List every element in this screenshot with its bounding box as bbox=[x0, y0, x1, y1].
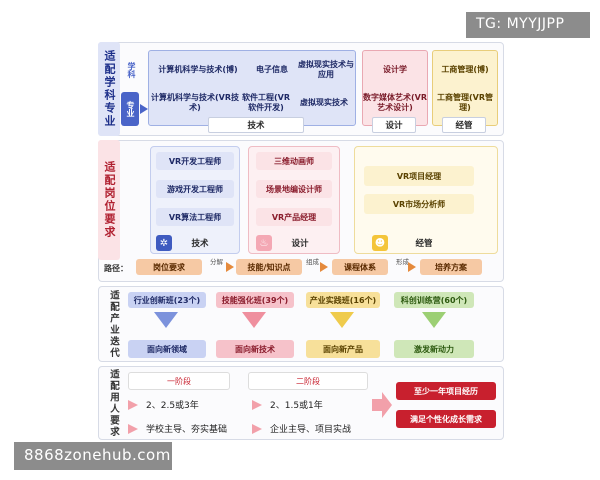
job-vr-market-analyst: VR市场分析师 bbox=[364, 194, 474, 214]
job-3d-animator: 三维动画师 bbox=[256, 152, 332, 170]
group-design-tag: 设计 bbox=[372, 117, 416, 133]
arrow-right-icon bbox=[140, 104, 148, 114]
job-scene-designer: 场景地编设计师 bbox=[256, 180, 332, 198]
tech-group-icon: ✲ bbox=[156, 235, 172, 251]
outcome-new-field: 面向新领域 bbox=[128, 340, 206, 358]
class-sci-camp: 科创训练营(60个) bbox=[394, 292, 474, 308]
stage-two-header: 二阶段 bbox=[248, 372, 368, 390]
job-vr-algo: VR算法工程师 bbox=[156, 208, 234, 226]
job-vr-pm: VR产品经理 bbox=[256, 208, 332, 226]
path-step-skills: 技能/知识点 bbox=[236, 259, 302, 275]
path-step-curriculum: 课程体系 bbox=[332, 259, 388, 275]
outcome-new-tech: 面向新技术 bbox=[216, 340, 294, 358]
big-arrow-icon bbox=[372, 392, 392, 418]
jobs-side-title: 适配岗位要求 bbox=[98, 140, 120, 260]
watermark-bottom: 8868zonehub.com bbox=[14, 442, 172, 470]
path-step-plan: 培养方案 bbox=[420, 259, 482, 275]
major-vr-tech: 虚拟现实技术 bbox=[300, 98, 348, 107]
subject-mgmt: 工商管理(博) bbox=[441, 65, 489, 74]
subject-design: 设计学 bbox=[383, 65, 407, 74]
stage1-item-duration: 2、2.5或3年 bbox=[146, 401, 199, 411]
down-arrow-blue-icon bbox=[154, 312, 178, 328]
outcome-new-product: 面向新产品 bbox=[306, 340, 380, 358]
stage-one-header: 一阶段 bbox=[128, 372, 230, 390]
group-tech-tag: 技术 bbox=[208, 117, 304, 133]
industry-side-title: 适配产业迭代 bbox=[108, 289, 119, 359]
path-link-compose: 组成 bbox=[306, 258, 319, 266]
class-industry-practice: 产业实践班(16个) bbox=[306, 292, 380, 308]
job-vr-dev: VR开发工程师 bbox=[156, 152, 234, 170]
major-se-vr: 软件工程(VR软件开发) bbox=[241, 93, 290, 112]
jobs-group-design: 设计 bbox=[291, 239, 309, 249]
stage1-arrow-1-icon bbox=[128, 400, 138, 410]
major-mgmt-vr: 工商管理(VR管理) bbox=[436, 93, 493, 112]
path-arrow-3-icon bbox=[408, 262, 416, 272]
jobs-group-tech: 技术 bbox=[191, 239, 209, 249]
stage2-item-duration: 2、1.5或1年 bbox=[270, 401, 323, 411]
stage2-arrow-1-icon bbox=[252, 400, 262, 410]
job-game-dev: 游戏开发工程师 bbox=[156, 180, 234, 198]
group-mgmt-tag: 经管 bbox=[442, 117, 486, 133]
outcome-new-momentum: 激发新动力 bbox=[394, 340, 474, 358]
path-arrow-2-icon bbox=[320, 262, 328, 272]
watermark-top: TG: MYYJJPP bbox=[466, 12, 590, 38]
tech-major-block bbox=[148, 50, 356, 126]
path-step-job-req: 岗位要求 bbox=[136, 259, 202, 275]
stage1-item-focus: 学校主导、夯实基础 bbox=[146, 425, 228, 435]
design-group-icon: ♨ bbox=[256, 235, 272, 251]
subject-vr: 虚拟现实技术与应用 bbox=[298, 60, 354, 79]
employer-side-title: 适配用人要求 bbox=[108, 368, 119, 438]
path-link-form: 形成 bbox=[396, 258, 409, 266]
down-arrow-yellow-icon bbox=[330, 312, 354, 328]
path-label: 路径： bbox=[104, 264, 128, 273]
major-digital-art: 数字媒体艺术(VR艺术设计) bbox=[362, 93, 427, 112]
stage2-item-focus: 企业主导、项目实战 bbox=[270, 425, 352, 435]
path-link-decompose: 分解 bbox=[210, 258, 223, 266]
stage2-arrow-2-icon bbox=[252, 424, 262, 434]
subject-cs: 计算机科学与技术(博) bbox=[158, 65, 238, 74]
class-skill-enhancement: 技能强化班(39个) bbox=[216, 292, 294, 308]
mgmt-group-icon: ☻ bbox=[372, 235, 388, 251]
major-side-title: 适配学科专业 bbox=[98, 42, 120, 136]
result-personal-growth: 满足个性化成长需求 bbox=[396, 410, 496, 428]
subject-ee: 电子信息 bbox=[256, 65, 288, 74]
subject-tag: 学科 bbox=[127, 62, 136, 78]
path-arrow-1-icon bbox=[226, 262, 234, 272]
major-tag: 专业 bbox=[121, 92, 139, 126]
jobs-group-mgmt: 经管 bbox=[415, 239, 433, 249]
stage1-arrow-2-icon bbox=[128, 424, 138, 434]
job-vr-project-manager: VR项目经理 bbox=[364, 166, 474, 186]
result-project-experience: 至少一年项目经历 bbox=[396, 382, 496, 400]
down-arrow-green-icon bbox=[422, 312, 446, 328]
mgmt-major-block bbox=[432, 50, 498, 126]
class-industry-innovation: 行业创新班(23个) bbox=[128, 292, 206, 308]
down-arrow-pink-icon bbox=[242, 312, 266, 328]
major-cs-vr: 计算机科学与技术(VR技术) bbox=[150, 93, 239, 112]
